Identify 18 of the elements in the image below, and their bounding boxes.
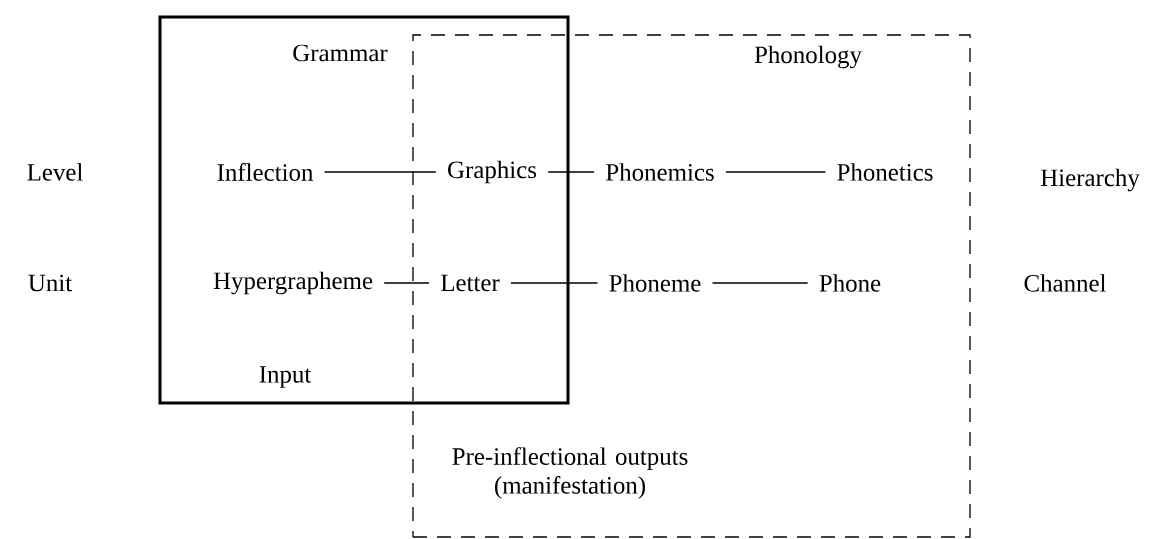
connector-line: [711, 282, 809, 284]
axis-label: Unit: [28, 274, 72, 292]
axis-label: Hierarchy: [1040, 168, 1140, 192]
connector-line: [323, 171, 437, 173]
term-label: Phonemics: [606, 163, 714, 181]
term-label: Graphics: [448, 160, 537, 184]
term-label: Hypergrapheme: [213, 271, 373, 295]
connector-line: [547, 171, 595, 173]
term-label: Phonetics: [837, 163, 933, 181]
term-label: Phoneme: [609, 274, 701, 292]
axis-label: Level: [27, 163, 83, 181]
term-label: Inflection: [217, 163, 314, 181]
axis-label: Channel: [1024, 274, 1106, 292]
term-label: Letter: [441, 274, 500, 292]
term-label: Phone: [819, 274, 881, 292]
connector-line: [725, 171, 827, 173]
connector-line: [383, 282, 430, 284]
connector-line: [510, 282, 599, 284]
